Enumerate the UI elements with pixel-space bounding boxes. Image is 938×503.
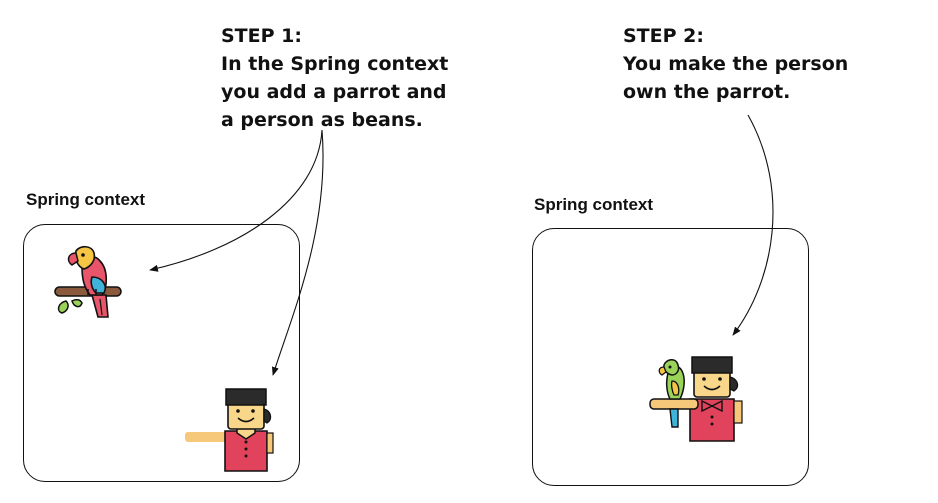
step-1-line-3: a person as beans. xyxy=(221,109,423,131)
step-1-title: STEP 1: xyxy=(221,25,302,47)
arrow-to-person xyxy=(271,129,324,376)
step-2-line-1: You make the person xyxy=(623,53,849,75)
person-icon xyxy=(185,388,274,472)
spring-context-box-1 xyxy=(23,224,300,482)
step-1-line-1: In the Spring context xyxy=(221,53,449,75)
spring-context-label-2: Spring context xyxy=(534,195,654,214)
step-2-line-2: own the parrot. xyxy=(623,81,791,103)
arrow-to-parrot xyxy=(149,129,323,272)
step-1-line-2: you add a parrot and xyxy=(221,81,447,103)
spring-context-box-2 xyxy=(532,228,809,486)
arrow-to-owned-parrot xyxy=(732,114,774,336)
step-2-caption: STEP 2: You make the person own the parr… xyxy=(623,22,848,106)
step-1-caption: STEP 1: In the Spring context you add a … xyxy=(221,22,448,134)
spring-context-label-1: Spring context xyxy=(26,190,146,209)
person-with-parrot-icon xyxy=(649,356,743,442)
parrot-icon xyxy=(54,245,122,318)
step-2-title: STEP 2: xyxy=(623,25,704,47)
